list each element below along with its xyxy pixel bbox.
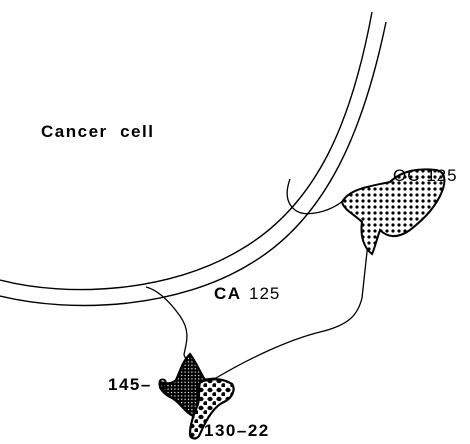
ca125-label-prefix: CA xyxy=(214,284,242,303)
ab-130-22-label: 130–22 xyxy=(204,421,270,440)
oc125-label: OC 125 xyxy=(393,166,458,185)
cell-membrane-inner-line xyxy=(0,22,386,305)
ca125-label-number: 125 xyxy=(249,284,280,303)
cell-membrane-outer-line xyxy=(0,12,372,290)
ab-145-9-label: 145– 9 xyxy=(108,375,169,394)
cancer-cell-label: Cancer cell xyxy=(41,122,154,141)
ca125-antigen-shape xyxy=(146,179,370,380)
